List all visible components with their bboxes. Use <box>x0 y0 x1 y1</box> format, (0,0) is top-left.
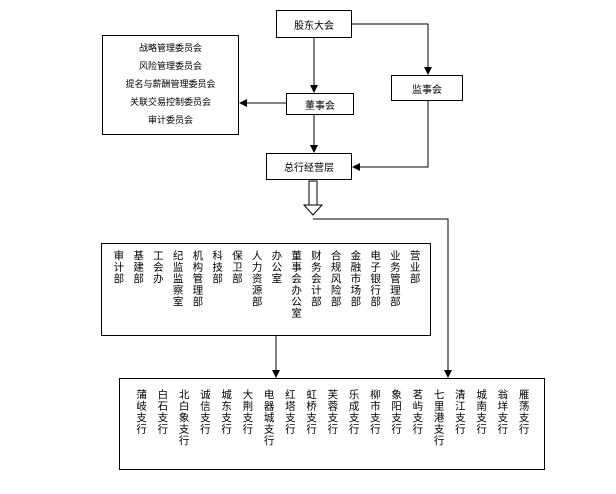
branch-item: 城南支行 <box>475 389 488 435</box>
department-item: 办公室 <box>270 250 283 285</box>
branch-item: 乐成支行 <box>347 389 360 435</box>
supervisory-board-box: 监事会 <box>391 75 463 101</box>
branch-item: 清江支行 <box>453 389 466 435</box>
department-item: 董事会办公室 <box>290 250 303 319</box>
arrow-supervisory-to-management <box>352 101 429 171</box>
department-item: 业务管理部 <box>388 250 401 308</box>
branch-item: 柳市支行 <box>368 389 381 435</box>
department-item: 财务会计部 <box>309 250 322 308</box>
branch-item: 雁荡支行 <box>517 389 530 435</box>
department-item: 机构管理部 <box>191 250 204 308</box>
committee-item: 关联交易控制委员会 <box>129 98 211 108</box>
committee-item: 战略管理委员会 <box>138 44 202 54</box>
department-item: 营业部 <box>408 250 421 285</box>
branch-item: 电器城支行 <box>262 389 275 447</box>
department-item: 基建部 <box>132 250 145 285</box>
branch-item: 北白象支行 <box>177 389 190 447</box>
arrow-management-to-branches <box>313 218 452 378</box>
branch-item: 虹桥支行 <box>305 389 318 435</box>
committee-item: 风险管理委员会 <box>138 62 202 72</box>
branch-item: 白石支行 <box>156 389 169 435</box>
department-item: 科技部 <box>211 250 224 285</box>
department-item: 电子银行部 <box>369 250 382 308</box>
supervisory-board-label: 监事会 <box>412 84 442 96</box>
branch-item: 七里港支行 <box>432 389 445 447</box>
branch-item: 蒲岐支行 <box>135 389 148 435</box>
board-of-directors-box: 董事会 <box>286 93 354 115</box>
arrow-shareholders-to-supervisory <box>352 23 432 75</box>
branch-item: 红塔支行 <box>283 389 296 435</box>
departments-box: 营业部 业务管理部 电子银行部 金融市场部 合规风险部 财务会计部 董事会办公室… <box>101 243 431 336</box>
branch-item: 诚信支行 <box>198 389 211 435</box>
department-item: 工会办 <box>151 250 164 285</box>
branch-item: 城东支行 <box>220 389 233 435</box>
branch-item: 翁垟支行 <box>496 389 509 435</box>
shareholders-meeting-label: 股东大会 <box>294 20 334 32</box>
branch-item: 茗屿支行 <box>411 389 424 435</box>
committee-item: 提名与薪酬管理委员会 <box>125 80 216 90</box>
general-management-box: 总行经营层 <box>266 153 352 180</box>
board-of-directors-label: 董事会 <box>305 100 335 112</box>
branch-item: 象阳支行 <box>390 389 403 435</box>
committees-box: 战略管理委员会 风险管理委员会 提名与薪酬管理委员会 关联交易控制委员会 审计委… <box>102 35 239 135</box>
department-item: 审计部 <box>112 250 125 285</box>
committee-item: 审计委员会 <box>147 116 193 126</box>
department-item: 人力资源部 <box>250 250 263 308</box>
department-item: 合规风险部 <box>329 250 342 308</box>
department-item: 金融市场部 <box>349 250 362 308</box>
branch-item: 大荆支行 <box>241 389 254 435</box>
hollow-down-arrow <box>302 180 324 216</box>
department-item: 纪监监察室 <box>171 250 184 308</box>
general-management-label: 总行经营层 <box>284 163 334 174</box>
branches-box: 雁荡支行 翁垟支行 城南支行 清江支行 七里港支行 茗屿支行 象阳支行 柳市支行… <box>119 378 545 470</box>
branch-item: 芙蓉支行 <box>326 389 339 435</box>
department-item: 保卫部 <box>230 250 243 285</box>
shareholders-meeting-box: 股东大会 <box>276 10 352 38</box>
